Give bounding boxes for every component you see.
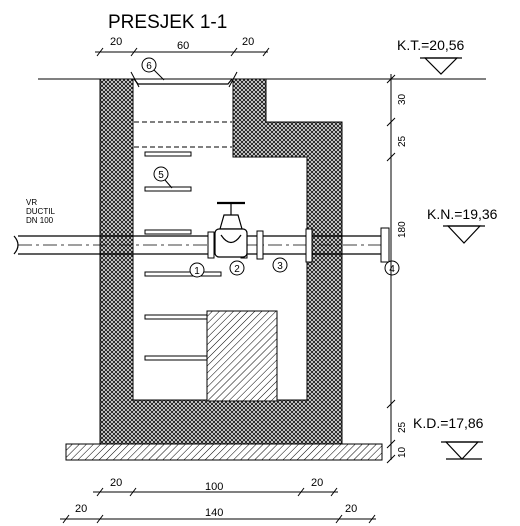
pipe-label-line1: VR [26, 198, 37, 207]
cover-guide-right [228, 71, 238, 88]
dim-30: 30 [397, 93, 408, 105]
dim-180: 180 [397, 221, 408, 238]
marker-4-label: 4 [389, 264, 395, 275]
level-kt: K.T.=20,56 [397, 37, 465, 53]
bottom1-dim-left: 20 [110, 477, 122, 489]
top-dim-right: 20 [242, 36, 254, 48]
marker-2: 2 [229, 260, 245, 276]
bottom-dimension-1 [93, 487, 338, 497]
right-dimension [386, 74, 396, 464]
cover-guide-left [130, 71, 140, 88]
marker-1: 1 [189, 262, 205, 278]
base-slab [65, 443, 383, 461]
marker-3-label: 3 [277, 261, 283, 272]
marker-3: 3 [272, 257, 288, 273]
marker-4: 4 [384, 260, 400, 276]
marker-6: 6 [141, 57, 165, 81]
marker-2-label: 2 [234, 264, 240, 275]
dim-25-lower: 25 [397, 421, 408, 433]
level-kd-triangle-icon [441, 441, 483, 460]
bottom2-dim-mid: 140 [205, 507, 223, 519]
bottom-dimension-2 [60, 514, 376, 524]
level-kn-triangle-icon [443, 225, 485, 244]
bottom1-dim-mid: 100 [205, 481, 223, 493]
ladder-rungs [144, 151, 222, 361]
bottom1-dim-right: 20 [311, 477, 323, 489]
dim-10: 10 [397, 446, 408, 458]
top-dimension [95, 47, 270, 57]
level-kd: K.D.=17,86 [413, 415, 484, 431]
manhole-cover [133, 78, 233, 85]
marker-5-label: 5 [158, 170, 164, 181]
pipe-label-line3: DN 100 [26, 216, 54, 225]
bottom2-dim-left: 20 [75, 503, 87, 515]
support-block [206, 310, 278, 402]
dim-25-upper: 25 [397, 135, 408, 147]
pipe-label-line2: DUCTIL [26, 207, 55, 216]
marker-1-label: 1 [194, 266, 200, 277]
top-dim-left: 20 [110, 36, 122, 48]
top-dim-mid: 60 [177, 40, 189, 52]
marker-6-label: 6 [146, 61, 152, 72]
level-kn: K.N.=19,36 [427, 206, 498, 222]
marker-5: 5 [153, 166, 173, 189]
bottom2-dim-right: 20 [345, 503, 357, 515]
gate-valve-icon [214, 201, 248, 258]
level-kt-triangle-icon [420, 57, 462, 75]
pipe [13, 227, 390, 263]
section-title: PRESJEK 1-1 [108, 12, 227, 33]
